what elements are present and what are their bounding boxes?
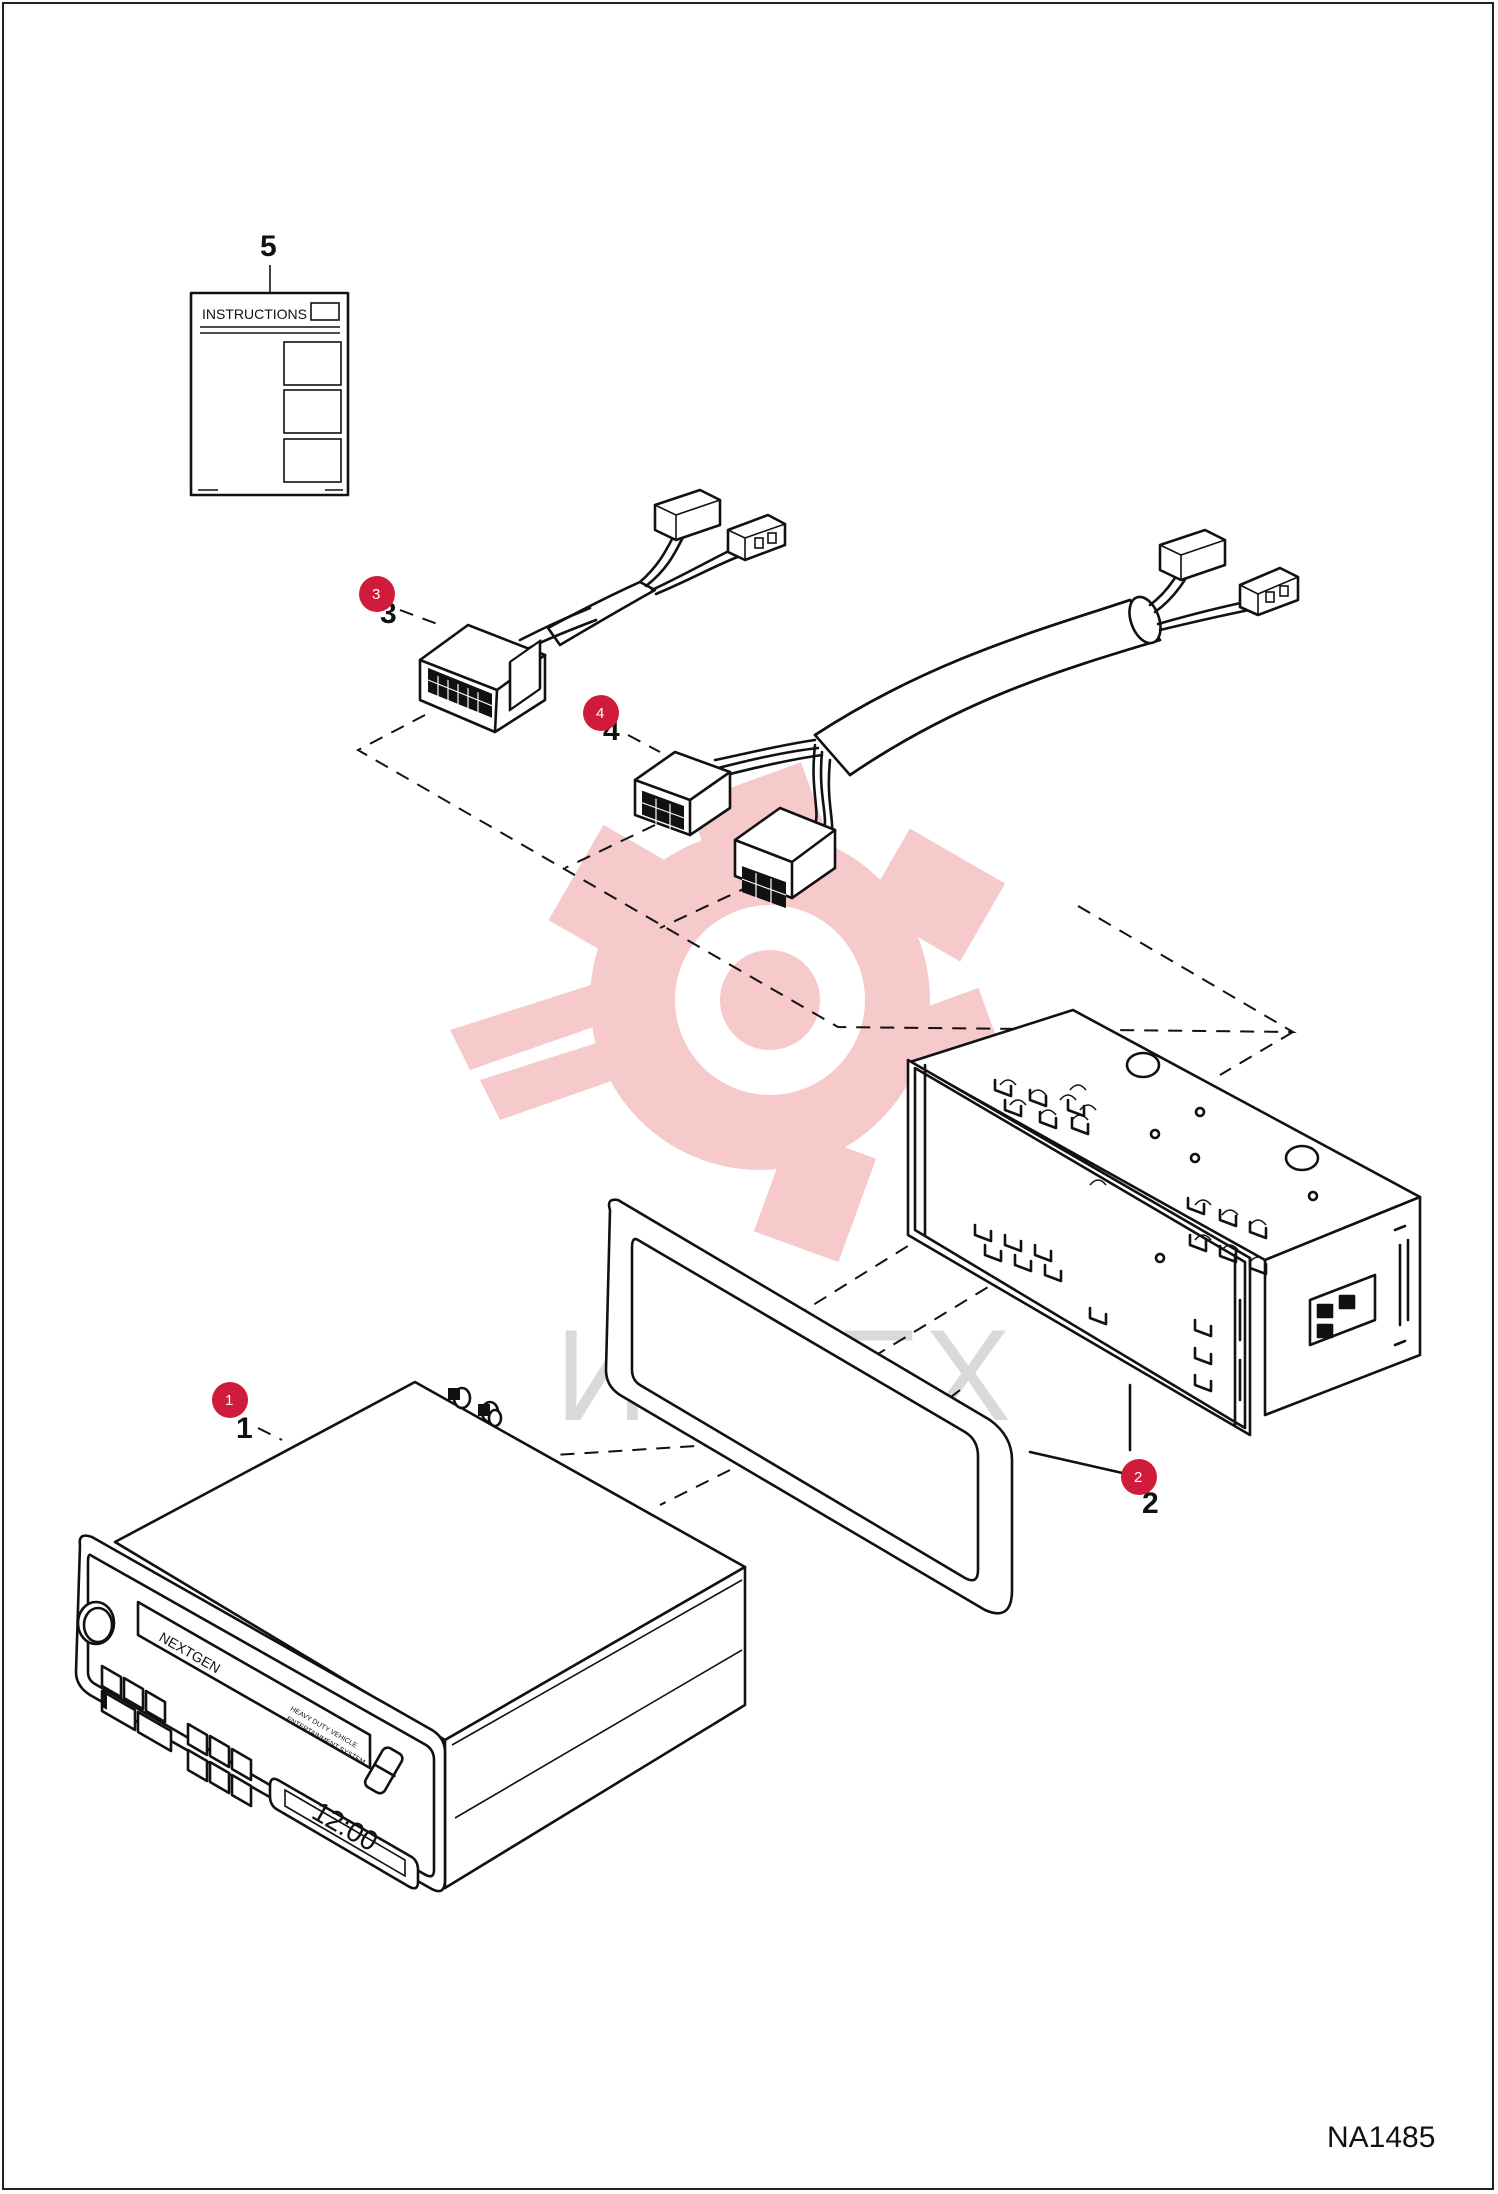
marker-3[interactable]: 3	[359, 576, 395, 612]
marker-1[interactable]: 1	[212, 1382, 248, 1418]
callout-5: 5	[260, 230, 277, 263]
callout-2: 2	[1142, 1487, 1159, 1520]
svg-text:2: 2	[1134, 1469, 1142, 1486]
svg-text:1: 1	[225, 1392, 233, 1409]
harness-part-4: 4	[603, 528, 1300, 909]
marker-4[interactable]: 4	[583, 695, 619, 731]
svg-text:3: 3	[372, 586, 380, 603]
drawing-id: NA1485	[1327, 2121, 1435, 2154]
harness-part-3: 3	[380, 488, 787, 734]
svg-text:4: 4	[596, 705, 604, 722]
instructions-sheet: 5 INSTRUCTIONS	[189, 230, 350, 497]
mounting-sleeve	[906, 1008, 1422, 1437]
radio-unit: NEXTGEN HEAVY DUTY VEHICLE ENTERTAINMENT…	[74, 1380, 747, 1893]
watermark-logo	[450, 762, 1017, 1263]
callout-1: 1	[236, 1412, 253, 1445]
marker-2[interactable]: 2	[1121, 1459, 1157, 1495]
red-markers: 1 2 3 4	[212, 576, 1157, 1495]
instructions-title: INSTRUCTIONS	[202, 306, 307, 322]
trim-bezel: 2	[604, 1198, 1159, 1615]
